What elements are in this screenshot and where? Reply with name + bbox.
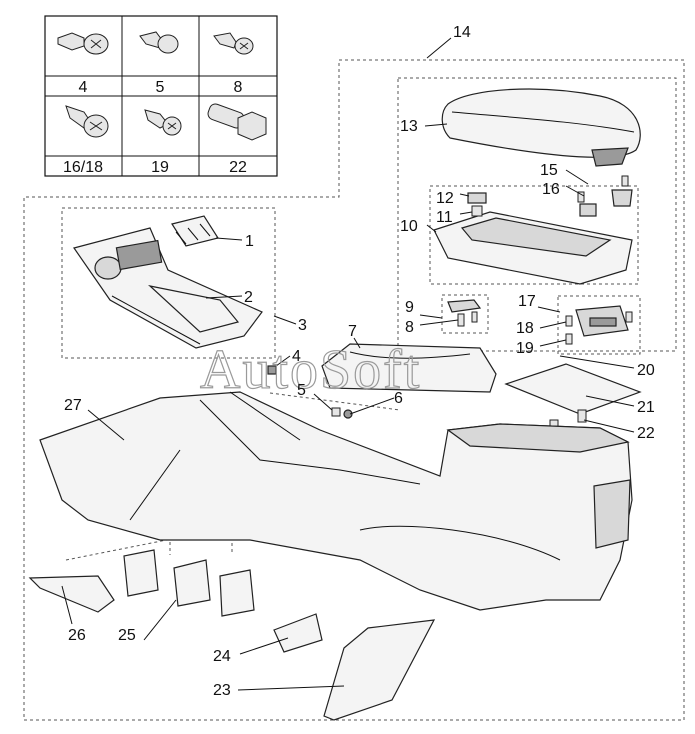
callout-25: 25 [118, 627, 136, 644]
table-label-22: 22 [229, 159, 247, 176]
callout-19: 19 [516, 340, 534, 357]
leader-lines [61, 37, 635, 691]
callout-20: 20 [637, 362, 655, 379]
callout-16: 16 [542, 181, 560, 198]
callout-9: 9 [405, 299, 414, 316]
callout-23: 23 [213, 682, 231, 699]
part-17-latch-mechanism [565, 305, 633, 345]
callout-4: 4 [292, 348, 301, 365]
part-26-trim-strip [28, 575, 115, 613]
callout-5: 5 [297, 382, 306, 399]
callout-24: 24 [213, 648, 231, 665]
bolt-22-icon [207, 103, 267, 141]
callout-17: 17 [518, 293, 536, 310]
part-11-12-latch [467, 192, 487, 217]
callout-13: 13 [400, 118, 418, 135]
callout-7: 7 [348, 323, 357, 340]
screw-19-icon [144, 109, 182, 136]
callout-2: 2 [244, 289, 253, 306]
table-label-8: 8 [234, 79, 243, 96]
callout-6: 6 [394, 390, 403, 407]
part-24-cover [273, 613, 323, 653]
callout-labels: 14 13 15 16 12 11 10 1 2 3 9 8 17 18 19 … [64, 24, 655, 699]
callout-3: 3 [298, 317, 307, 334]
callout-8: 8 [405, 319, 414, 336]
callout-14: 14 [453, 24, 471, 41]
screw-4-icon [57, 32, 109, 55]
callout-22: 22 [637, 425, 655, 442]
fastener-table: 4 5 8 16/18 19 22 [44, 15, 278, 177]
callout-15: 15 [540, 162, 558, 179]
callout-18: 18 [516, 320, 534, 337]
callout-1: 1 [245, 233, 254, 250]
part-1-trim-piece [171, 215, 219, 247]
callout-26: 26 [68, 627, 86, 644]
part-2-shifter-bezel [73, 227, 263, 349]
part-27-main-console [39, 391, 633, 611]
screw-16-18-icon [65, 105, 109, 138]
callout-21: 21 [637, 399, 655, 416]
callout-10: 10 [400, 218, 418, 235]
part-8-9-bracket [447, 299, 482, 327]
screw-5-icon [139, 31, 179, 54]
screw-8-icon [213, 32, 254, 55]
part-25-caps [123, 549, 255, 617]
part-7-cover [321, 343, 497, 393]
callout-11: 11 [436, 209, 453, 226]
table-label-4: 4 [79, 79, 88, 96]
part-4-5-6-fasteners [267, 365, 353, 419]
callout-27: 27 [64, 397, 82, 414]
watermark: AutoSoft [200, 339, 421, 401]
part-15-16-hinge-clips [577, 175, 633, 217]
part-23-side-panel [323, 619, 436, 721]
part-10-storage-bin [433, 211, 633, 285]
callout-12: 12 [436, 190, 454, 207]
part-21-mat [504, 363, 642, 415]
table-label-19: 19 [151, 159, 169, 176]
part-13-armrest-lid [441, 88, 641, 167]
table-label-16-18: 16/18 [63, 159, 103, 176]
table-label-5: 5 [156, 79, 165, 96]
